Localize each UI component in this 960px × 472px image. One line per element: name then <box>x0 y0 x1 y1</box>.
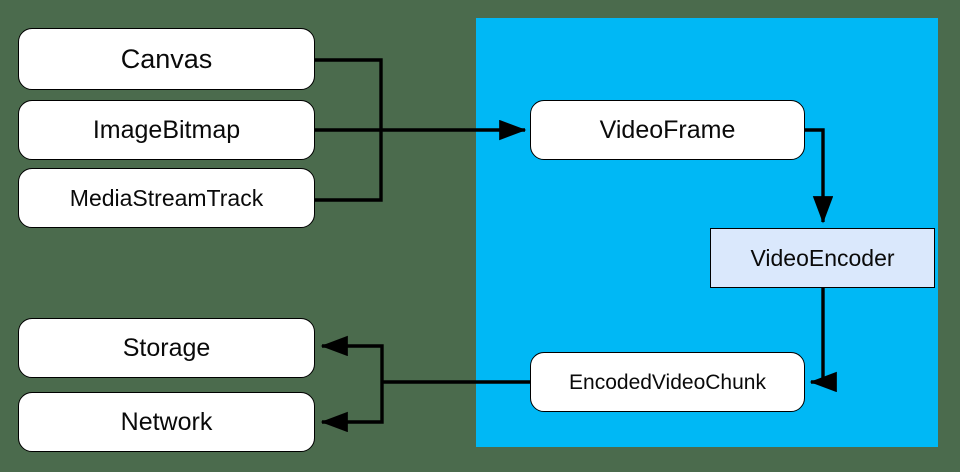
node-encodedvideochunk[interactable]: EncodedVideoChunk <box>530 352 805 412</box>
node-storage-label: Storage <box>122 333 211 362</box>
edge-bus-to-storage <box>320 335 384 382</box>
node-imagebitmap-label: ImageBitmap <box>92 115 241 144</box>
node-videoframe[interactable]: VideoFrame <box>530 100 805 160</box>
node-videoencoder-label: VideoEncoder <box>750 244 895 271</box>
node-videoencoder[interactable]: VideoEncoder <box>710 228 935 288</box>
edge-bus-to-network <box>320 382 384 433</box>
node-imagebitmap[interactable]: ImageBitmap <box>18 100 315 160</box>
node-videoframe-label: VideoFrame <box>599 115 736 144</box>
node-canvas[interactable]: Canvas <box>18 28 315 90</box>
node-mediastreamtrack[interactable]: MediaStreamTrack <box>18 168 315 228</box>
edge-mediastreamtrack-to-videoframe <box>315 130 383 202</box>
node-storage[interactable]: Storage <box>18 318 315 378</box>
edge-canvas-to-videoframe <box>315 58 383 130</box>
node-encodedvideochunk-label: EncodedVideoChunk <box>569 370 766 394</box>
node-mediastreamtrack-label: MediaStreamTrack <box>69 184 264 211</box>
node-network[interactable]: Network <box>18 392 315 452</box>
node-canvas-label: Canvas <box>120 43 213 74</box>
node-network-label: Network <box>120 407 213 436</box>
